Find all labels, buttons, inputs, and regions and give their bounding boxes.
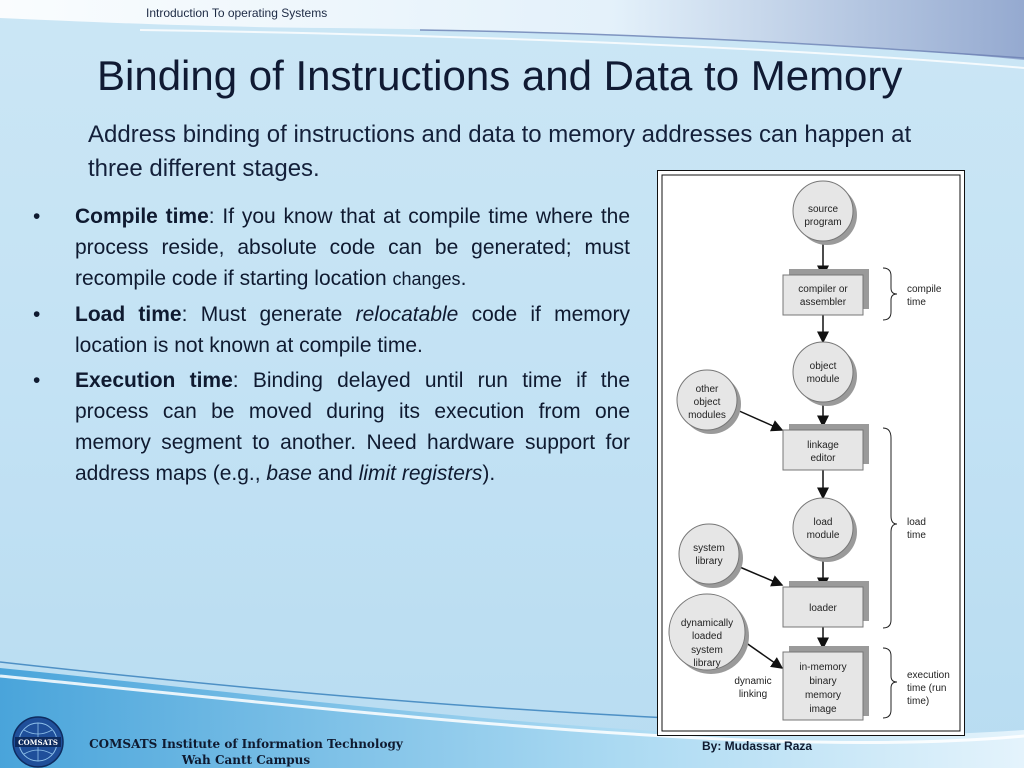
bullet-text: Binding delayed until run time if the pr… [75, 369, 631, 485]
arrow-dynamic-to-memory [741, 639, 784, 669]
bullet-list: • Compile time: If you know that at comp… [30, 201, 630, 493]
svg-text:system: system [691, 645, 723, 656]
svg-text:editor: editor [810, 453, 836, 464]
node-system-library: system library [678, 523, 743, 588]
svg-text:in-memory: in-memory [799, 662, 846, 673]
bullet-text-end: ). [482, 462, 496, 485]
brace-execution-time [882, 647, 898, 719]
svg-text:linkage: linkage [807, 440, 839, 451]
brace-load-time [882, 427, 898, 629]
label-dynamic-linking: dynamic [734, 676, 771, 687]
svg-text:modules: modules [688, 410, 726, 421]
bullet-text-end: code if memory location is not known at … [75, 303, 630, 357]
bullet-text-end: . [460, 267, 467, 290]
bullet-term: Compile time [75, 205, 209, 228]
arrow-other-to-linkage [736, 409, 784, 432]
node-loader: loader [782, 581, 869, 628]
svg-text:system: system [693, 543, 725, 554]
bullet-text-small: changes [392, 269, 461, 289]
node-compiler: compiler or assembler [782, 269, 869, 316]
svg-text:load: load [814, 517, 833, 528]
node-memory-image: in-memory binary memory image [782, 646, 869, 721]
label-execution-time-2: time (run [907, 683, 946, 694]
bullet-marker: • [33, 369, 41, 392]
bullet-term: Load time [75, 303, 182, 326]
node-object-module: object module [792, 341, 857, 406]
bullet-italic-base: base [266, 462, 312, 485]
svg-text:library: library [695, 556, 722, 567]
svg-text:loaded: loaded [692, 631, 722, 642]
svg-text:object: object [694, 397, 721, 408]
bullet-separator: : [208, 205, 223, 228]
bullet-load-time: • Load time: Must generate relocatable c… [30, 299, 630, 361]
brace-compile-time [882, 267, 898, 321]
svg-text:module: module [807, 374, 840, 385]
label-load-time-2: time [907, 530, 926, 541]
node-dynamic-library: dynamically loaded system library [668, 593, 749, 674]
bullet-execution-time: • Execution time: Binding delayed until … [30, 365, 630, 489]
node-linkage-editor: linkage editor [782, 424, 869, 471]
bullet-compile-time: • Compile time: If you know that at comp… [30, 201, 630, 295]
label-execution-time-3: time) [907, 696, 929, 707]
address-binding-diagram: source program compiler or assembler obj… [657, 170, 965, 736]
svg-text:library: library [693, 658, 720, 669]
bullet-text: If you know that at compile time where t… [75, 205, 631, 290]
svg-text:assembler: assembler [800, 297, 847, 308]
svg-text:source: source [808, 204, 838, 215]
label-compile-time: compile [907, 284, 942, 295]
author-credit: By: Mudassar Raza [702, 739, 813, 753]
slide-subtitle: Address binding of instructions and data… [88, 121, 912, 182]
bullet-italic-limit: limit registers [358, 462, 483, 485]
bullet-separator: : [232, 369, 253, 392]
campus-name: Wah Cantt Campus [181, 753, 311, 767]
node-source-program: source program [792, 180, 857, 245]
slide-title: Binding of Instructions and Data to Memo… [97, 52, 903, 99]
label-execution-time: execution [907, 670, 950, 681]
svg-text:compiler or: compiler or [798, 284, 848, 295]
institute-name: COMSATS Institute of Information Technol… [89, 737, 403, 751]
bullet-marker: • [33, 303, 41, 326]
course-title: Introduction To operating Systems [146, 6, 328, 20]
bullet-text-mid: and [311, 462, 359, 485]
bullet-text: Must generate [200, 303, 356, 326]
bullet-separator: : [181, 303, 201, 326]
svg-text:binary: binary [809, 676, 836, 687]
svg-text:image: image [809, 704, 837, 715]
svg-text:object: object [810, 361, 837, 372]
svg-text:module: module [807, 530, 840, 541]
svg-text:memory: memory [805, 690, 841, 701]
bullet-marker: • [33, 205, 41, 228]
svg-text:COMSATS: COMSATS [18, 738, 58, 747]
node-other-modules: other object modules [676, 369, 741, 434]
bullet-term: Execution time [75, 369, 233, 392]
arrow-system-to-loader [734, 564, 784, 587]
svg-text:other: other [696, 384, 719, 395]
label-compile-time-2: time [907, 297, 926, 308]
label-dynamic-linking-2: linking [739, 689, 767, 700]
svg-text:loader: loader [809, 603, 837, 614]
svg-text:dynamically: dynamically [681, 618, 733, 629]
bullet-italic: relocatable [355, 303, 459, 326]
label-load-time: load [907, 517, 926, 528]
node-load-module: load module [792, 497, 857, 562]
comsats-logo: COMSATS [12, 716, 64, 768]
institute-footer: COMSATS Institute of Information Technol… [72, 736, 420, 768]
svg-text:program: program [804, 217, 841, 228]
